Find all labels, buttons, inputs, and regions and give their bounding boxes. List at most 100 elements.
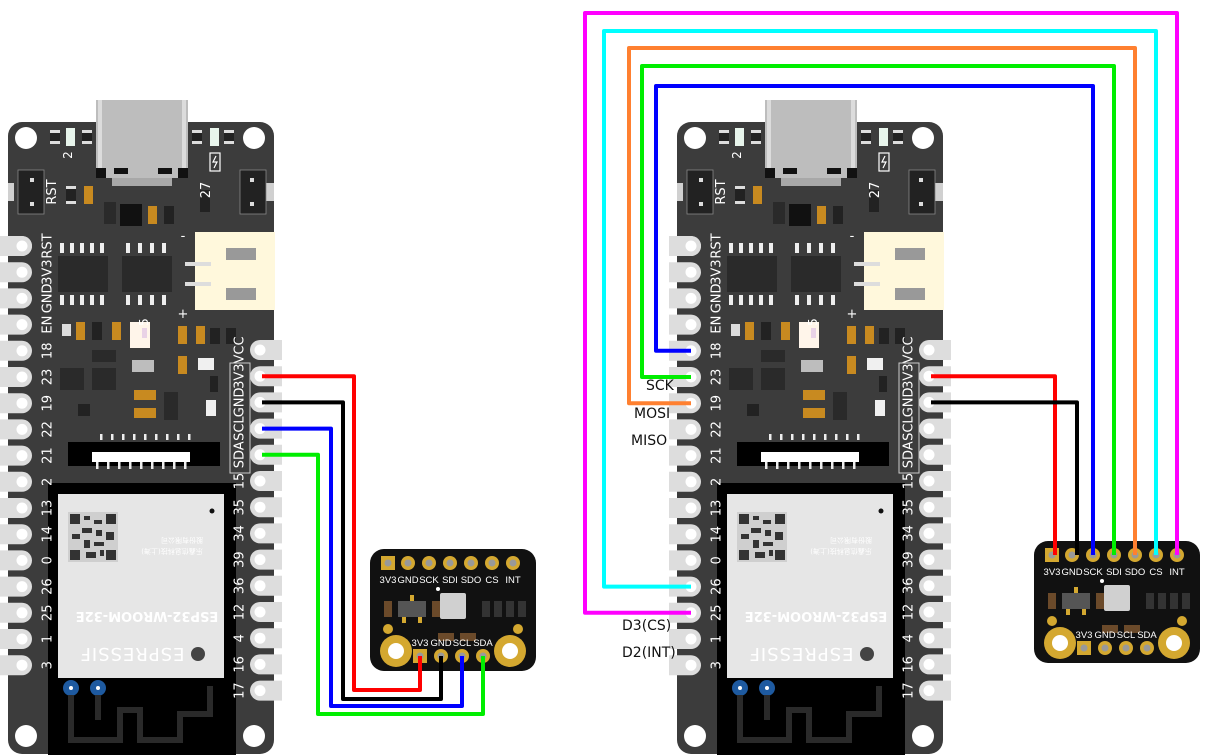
pin-hole: [685, 450, 697, 462]
pin-hole: [685, 528, 697, 540]
pin-hole: [16, 502, 28, 514]
sensor-top-pin-label: SDI: [1106, 567, 1122, 578]
pin-label-right: GND: [902, 387, 917, 417]
pin-hole: [16, 554, 28, 566]
pin-hole: [923, 580, 935, 592]
pin-label-left: 2: [41, 478, 56, 486]
pin-label-right: VCC: [233, 336, 248, 363]
pin-label-right: 36: [233, 578, 248, 595]
silk-led-2: 2: [61, 151, 75, 159]
pin-label-left: 26: [41, 578, 56, 595]
wire-spi-green: [640, 64, 1116, 555]
sensor-top-pin-label: GND: [1061, 567, 1082, 578]
pin-hole: [685, 240, 697, 252]
pin-hole: [254, 370, 266, 382]
pin-label-right: SDA: [233, 441, 248, 468]
pin-hole: [685, 292, 697, 304]
pin-hole: [923, 344, 935, 356]
wire-i2c-blue: [262, 426, 464, 708]
sensor-top-pin-label: 3V3: [380, 575, 397, 586]
module-name: ESP32-WROOM-32E: [745, 608, 887, 623]
silk-button-27: 27: [868, 182, 883, 199]
sensor-top-pin-label: 3V3: [1044, 567, 1061, 578]
pin-hole: [254, 344, 266, 356]
sensor-hole: [1122, 644, 1130, 652]
pin-label-left: 3: [41, 661, 56, 669]
pin-label-right: 4: [233, 634, 248, 642]
pin-hole: [254, 423, 266, 435]
pin-hole: [254, 554, 266, 566]
pin-hole: [254, 658, 266, 670]
module-name: ESP32-WROOM-32E: [76, 608, 218, 623]
pin-label-right: 3V3: [233, 363, 248, 388]
label-d2-int: D2(INT): [622, 645, 676, 661]
pin-hole: [923, 632, 935, 644]
pin-label-left: 3V3: [41, 259, 56, 284]
sensor-top-pin-label: SCK: [419, 575, 439, 586]
pin-label-left: EN: [41, 316, 56, 334]
pin-label-left: 14: [41, 526, 56, 543]
pin-label-right: 16: [902, 656, 917, 673]
pin-hole: [16, 292, 28, 304]
pin-hole: [923, 554, 935, 566]
pin-hole: [685, 423, 697, 435]
pin-label-left: 0: [710, 556, 725, 564]
label-mosi: MOSI: [634, 406, 670, 422]
sensor-hole: [509, 559, 517, 567]
battery-minus: -: [850, 229, 855, 244]
pin-hole: [16, 607, 28, 619]
pin-label-right: 17: [233, 682, 248, 699]
module-cn-line1: 乐鑫信息科技(上海): [810, 547, 872, 556]
sensor-bottom-pin-label: SDA: [473, 638, 493, 649]
sensor-top-pin-label: GND: [397, 575, 418, 586]
i2c-header-box: [898, 362, 920, 474]
pin-label-right: 12: [902, 604, 917, 621]
pin-label-right: 35: [902, 499, 917, 516]
pin-hole: [923, 606, 935, 618]
pin-label-left: 21: [710, 447, 725, 464]
pin-label-left: 25: [710, 605, 725, 622]
espressif-logo-icon: [191, 647, 205, 661]
wire-spi-cyan: [602, 29, 1158, 589]
sensor-hole: [446, 559, 454, 567]
esp32-board-i2c: RST3V3GNDEN1823192221213140262513VCC3V3G…: [0, 100, 282, 755]
pin-hole: [254, 527, 266, 539]
module-brand: ESPRESSIF: [748, 643, 853, 664]
module-cn-line2: 股份有限公司: [161, 536, 203, 545]
pin-label-right: 15: [902, 473, 917, 490]
pin-label-left: 22: [710, 421, 725, 438]
pin-hole: [685, 502, 697, 514]
sensor-top-pin-label: CS: [485, 575, 498, 586]
pin-hole: [16, 476, 28, 488]
sensor-top-pin-label: INT: [1169, 567, 1185, 578]
pin-hole: [254, 685, 266, 697]
pin-label-right: 16: [233, 656, 248, 673]
sensor-bottom-pin-label: 3V3: [412, 638, 429, 649]
pin-label-left: RST: [41, 233, 56, 258]
pin-label-right: 17: [902, 682, 917, 699]
pin-label-right: 39: [233, 551, 248, 568]
pin-label-left: 14: [710, 526, 725, 543]
esp32-board-spi: RST3V3GNDEN1823192221213140262513VCC3V3G…: [669, 100, 951, 755]
i2c-header-box: [229, 362, 251, 474]
pin-hole: [16, 240, 28, 252]
pin-hole: [16, 319, 28, 331]
wire-i2c-red: [262, 374, 422, 692]
pin-label-right: 36: [902, 578, 917, 595]
pin-label-left: RST: [710, 233, 725, 258]
sensor-hole: [467, 559, 475, 567]
pin-hole: [16, 528, 28, 540]
pin-hole: [16, 371, 28, 383]
pin-label-left: 1: [710, 635, 725, 643]
pin-hole: [254, 606, 266, 618]
wire-spi-orange: [627, 46, 1137, 555]
pin-label-left: 18: [41, 343, 56, 360]
pin-hole: [16, 633, 28, 645]
pin-label-left: EN: [710, 316, 725, 334]
pin-hole: [16, 345, 28, 357]
sensor-bottom-pin-label: 3V3: [1076, 630, 1093, 641]
pin-label-right: 12: [233, 604, 248, 621]
sensor-bottom-pin-label: SDA: [1137, 630, 1157, 641]
pin-label-right: SDA: [902, 441, 917, 468]
pin-label-left: 13: [710, 500, 725, 517]
